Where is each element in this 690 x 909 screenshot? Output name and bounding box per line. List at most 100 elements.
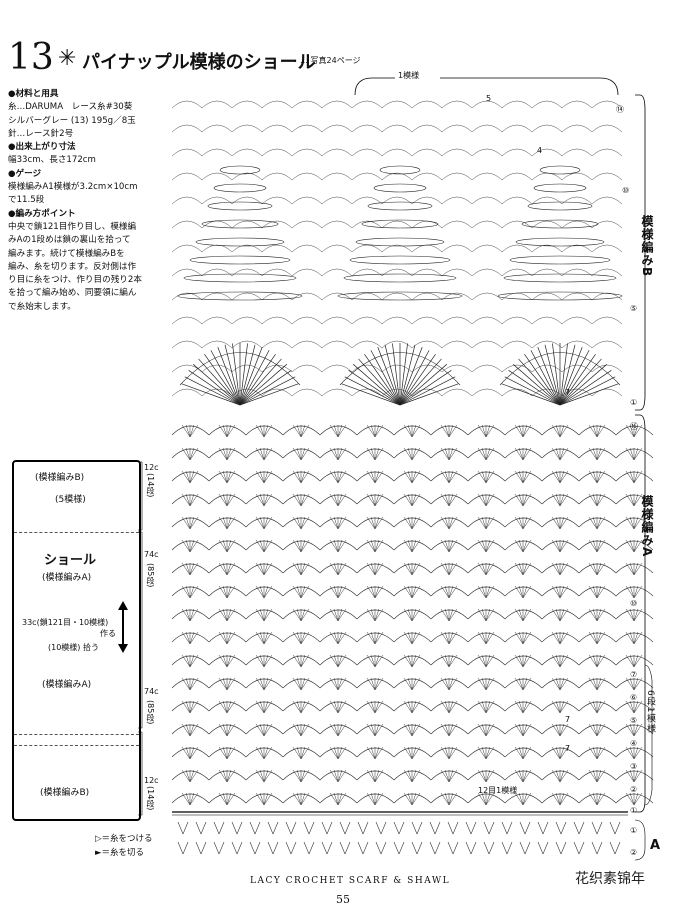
fan-motif [179, 343, 301, 406]
stitch-row [171, 148, 623, 157]
schematic-ten-pattern: (10模様) 拾う [48, 643, 99, 652]
info-heading: ●材料と用具 [8, 89, 59, 99]
pineapple-motif [177, 165, 303, 301]
row-marker: ⑤ [630, 304, 638, 313]
info-line: 中央で鎖121目作り目し、模様編 [8, 221, 137, 232]
row-marker: ④ [630, 739, 638, 748]
stitch-row [171, 562, 654, 576]
info-line: で糸始末します。 [8, 301, 76, 312]
schematic-width-note: 33c(鎖121目・10模様) [22, 618, 109, 627]
section-a-label: 模様編みA [640, 495, 654, 558]
section-a-bracket [635, 414, 646, 813]
stitch-row [171, 631, 654, 645]
stitch-row [171, 196, 623, 205]
dim-74c: 74c [144, 687, 159, 696]
schematic-label-b-top: (模様編みB) [35, 473, 85, 483]
photo-reference: … 写真24ページ [300, 56, 361, 65]
number-four: 4 [537, 146, 543, 155]
pineapple-fans [179, 343, 621, 406]
stitch-row [171, 244, 623, 253]
stitch-row [171, 268, 623, 277]
stitch-row [171, 516, 654, 530]
stitch-row [171, 677, 654, 691]
dim-14-rows: (14段) [146, 786, 155, 811]
dim-74c: 74c [144, 550, 159, 559]
info-line: を拾って編み始め、同要領に編ん [8, 288, 137, 299]
info-line: で11.5段 [8, 195, 45, 206]
dim-85-rows: (85段) [146, 563, 155, 588]
pineapple-motifs [177, 165, 623, 301]
stitch-row [171, 539, 654, 553]
pineapple-motif [337, 165, 463, 301]
dim-12c: 12c [144, 776, 159, 785]
stitch-row [171, 220, 623, 229]
section-b-bracket [635, 94, 646, 411]
info-heading: ●出来上がり寸法 [8, 142, 76, 153]
info-line: 模様編みA1模様が3.2cm×10cm [8, 182, 138, 193]
dim-14-rows: (14段) [146, 473, 155, 498]
materials-info: ●材料と用具糸…DARUMA レース糸#30葵シルバーグレー (13) 195g… [8, 88, 176, 314]
twelve-stitch-note: 12目1模様 [478, 786, 518, 795]
legend-cut: ►＝糸を切る [95, 848, 145, 858]
fan-motif [339, 343, 461, 406]
row-marker: ⑯ [630, 422, 638, 431]
stitch-row [171, 340, 623, 349]
info-line: り目に糸をつけ、作り目の残り2本 [8, 275, 142, 286]
section-a-start-label: A [650, 838, 661, 853]
watermark: 花织素锦年 [575, 871, 645, 887]
row-marker: ⑥ [630, 693, 638, 702]
stitch-row [171, 792, 654, 806]
dim-85-rows: (85段) [146, 700, 155, 725]
row-marker: ① [630, 806, 638, 815]
fan-motif [499, 343, 621, 406]
shawl-schematic [12, 460, 141, 821]
page-number: 55 [336, 893, 350, 906]
row-marker: ① [630, 398, 638, 407]
star-icon: ✳ [58, 46, 77, 71]
row-marker: ② [630, 785, 638, 794]
schematic-label-a-bottom: (模様編みA) [42, 680, 92, 690]
info-line: 編みます。続けて模様編みBを [8, 248, 125, 259]
stitch-rows [171, 100, 654, 855]
number-five: 5 [486, 94, 492, 103]
dim-12c: 12c [144, 463, 159, 472]
row-marker: ⑦ [630, 670, 638, 679]
stitch-row [171, 172, 623, 181]
stitch-row [177, 841, 621, 855]
pineapple-motif [497, 165, 623, 301]
stitch-row [171, 700, 654, 714]
page-title: パイナップル模様のショール [82, 52, 316, 73]
stitch-row [171, 608, 654, 622]
info-heading: ●ゲージ [8, 168, 42, 179]
info-line: シルバーグレー (13) 195g／8玉 [8, 115, 136, 126]
number-seven: 7 [565, 744, 571, 753]
stitch-row [171, 654, 654, 668]
schematic-label-b-bottom: (模様編みB) [40, 788, 90, 798]
one-pattern-label: 1模様 [398, 71, 420, 80]
schematic-five-pattern: (5模様) [55, 495, 86, 505]
info-line: みAの1段めは鎖の裏山を拾って [8, 235, 131, 246]
stitch-row [171, 585, 654, 599]
info-line: 糸…DARUMA レース糸#30葵 [8, 102, 133, 113]
row-marker: ③ [630, 762, 638, 771]
symbol-legend: ▷＝糸をつける ►＝糸を切る [95, 832, 153, 860]
stitch-row [171, 746, 654, 760]
book-title-footer: LACY CROCHET SCARF & SHAWL [250, 876, 451, 886]
stitch-row [171, 292, 623, 301]
stitch-row [171, 470, 654, 484]
section-b-label: 模様編みB [640, 215, 654, 278]
info-line: 針…レース針2号 [8, 128, 74, 139]
one-pattern-bracket [354, 77, 619, 96]
schematic-label-a-top: (模様編みA) [42, 573, 92, 583]
stitch-row [171, 424, 654, 438]
row-marker: ⑤ [630, 716, 638, 725]
schematic-make-label: 作る [100, 629, 116, 638]
stitch-row [171, 723, 654, 737]
info-line: 幅33cm、長さ172cm [8, 155, 96, 166]
stitch-row [171, 316, 623, 325]
legend-attach: ▷＝糸をつける [95, 834, 153, 844]
number-seven: 7 [565, 715, 571, 724]
stitch-row [171, 769, 654, 783]
repeat-bracket [644, 664, 653, 806]
row-marker: ① [630, 826, 638, 835]
